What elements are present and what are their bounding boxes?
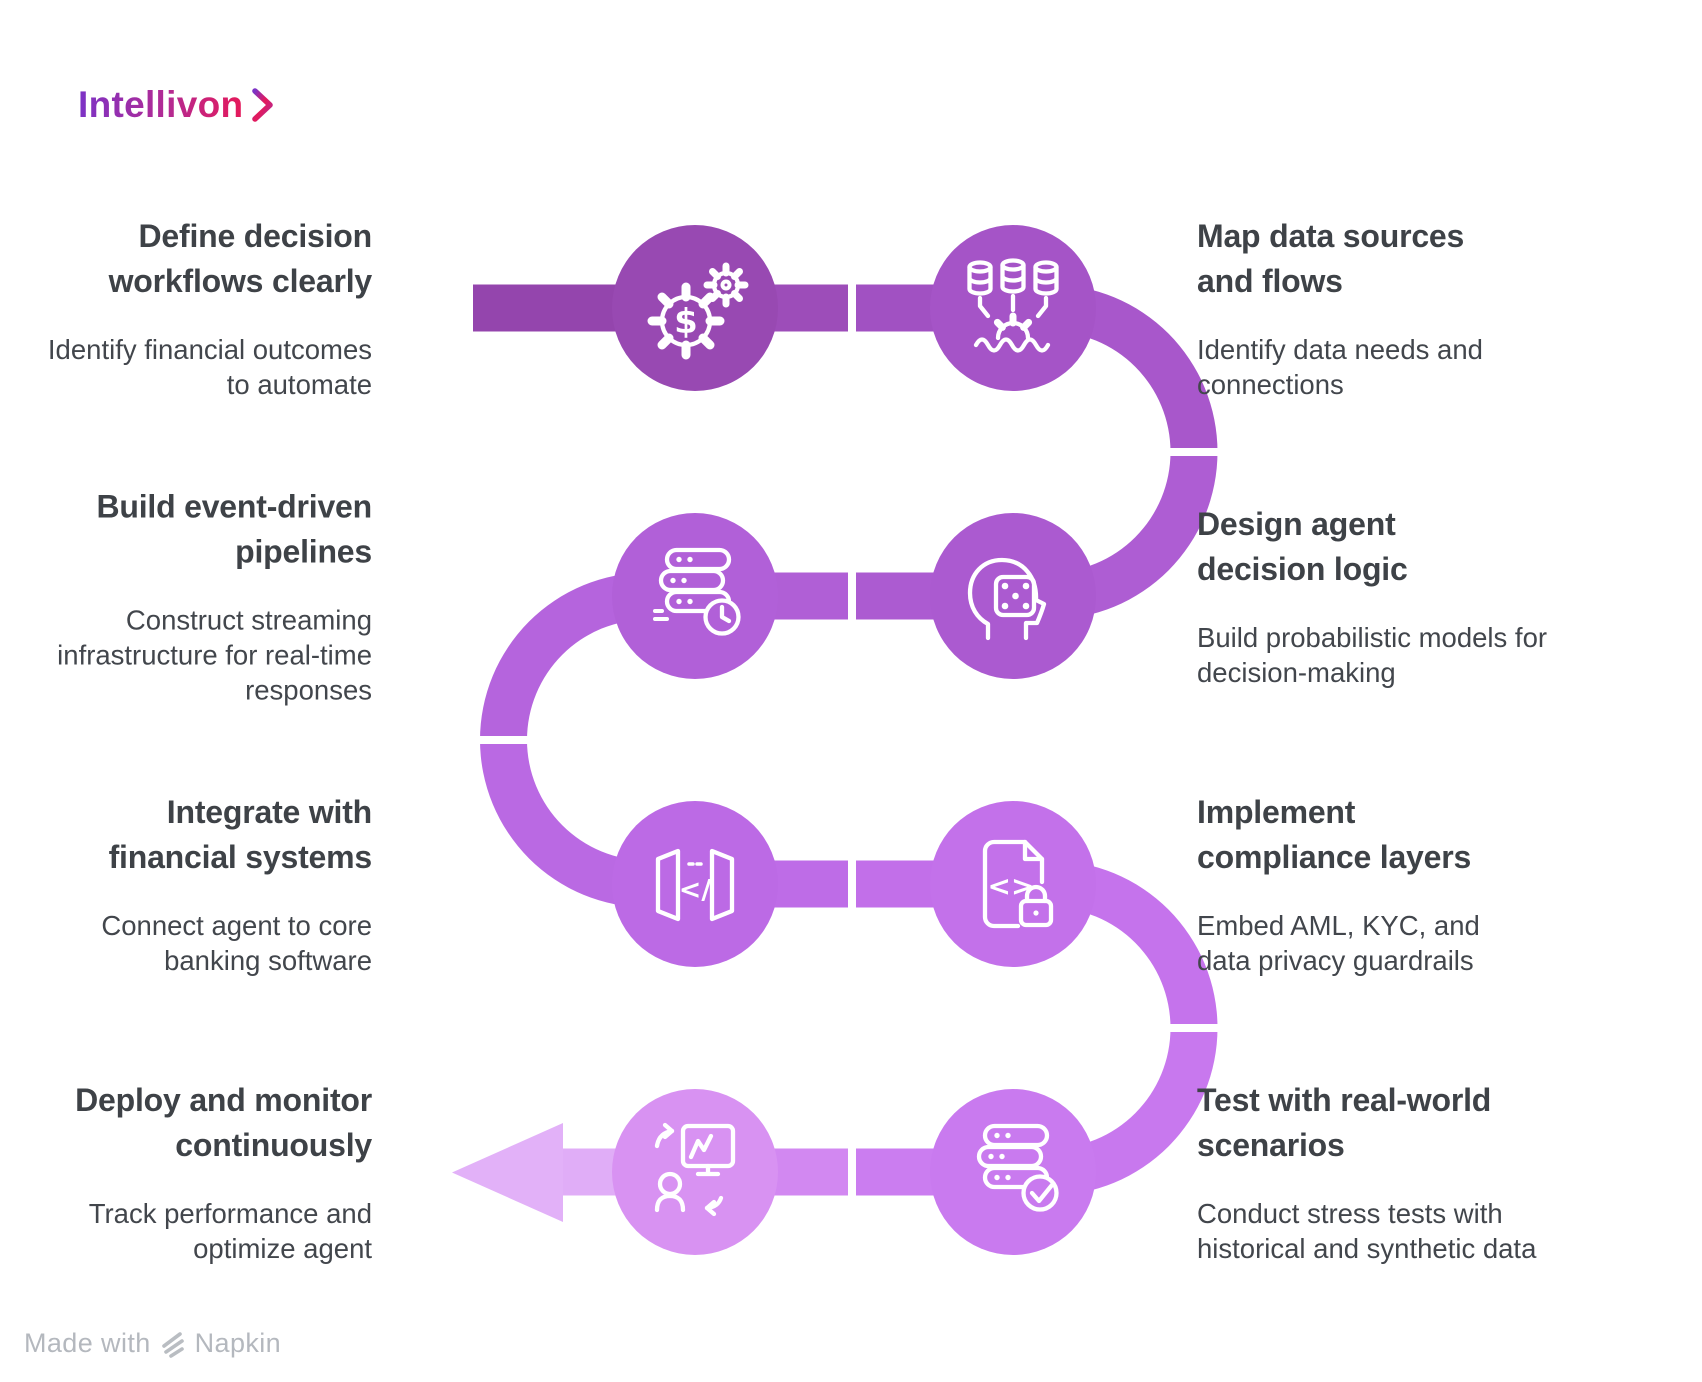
napkin-logo-icon — [161, 1331, 184, 1358]
step-1-text: Define decision workflows clearly Identi… — [42, 214, 372, 402]
curve-left-bottom — [480, 740, 648, 908]
footer-credit: Made with Napkin — [24, 1328, 281, 1359]
step-5-text: Integrate with financial systems Connect… — [37, 790, 372, 978]
step-2-title: Map data sources and flows — [1197, 218, 1465, 299]
step-4-circle — [612, 513, 778, 679]
monitor-person-icon — [654, 1122, 736, 1217]
step-3-subtitle: Build probabilistic models for decision-… — [1197, 622, 1548, 688]
step-circles — [612, 225, 1096, 1255]
step-6-title: Implement compliance layers — [1197, 794, 1472, 875]
flow-curves — [480, 284, 1218, 1196]
step-6-text: Implement compliance layers Embed AML, K… — [1197, 790, 1517, 978]
brand-name: Intellivon — [78, 84, 244, 125]
gears-dollar-icon: $ — [647, 262, 749, 360]
step-8-title: Deploy and monitor continuously — [75, 1082, 372, 1163]
step-8-circle — [612, 1089, 778, 1255]
footer-prefix: Made with — [24, 1328, 151, 1358]
step-6-subtitle: Embed AML, KYC, and data privacy guardra… — [1197, 910, 1480, 976]
step-5-title: Integrate with financial systems — [108, 794, 373, 875]
flow-connectors — [452, 284, 1052, 1222]
step-8-text: Deploy and monitor continuously Track pe… — [37, 1078, 372, 1266]
server-check-icon — [976, 1123, 1059, 1212]
server-clock-icon — [653, 547, 741, 636]
svg-text:</: </ — [679, 875, 712, 906]
step-3-title: Design agent decision logic — [1197, 506, 1408, 587]
step-7-title: Test with real-world scenarios — [1197, 1082, 1492, 1163]
code-integration-icon: </ — [655, 848, 735, 922]
step-4-subtitle: Construct streaming infrastructure for r… — [57, 604, 372, 706]
step-4-text: Build event-driven pipelines Construct s… — [10, 485, 372, 708]
step-7-subtitle: Conduct stress tests with historical and… — [1197, 1198, 1537, 1264]
step-1-title: Define decision workflows clearly — [108, 218, 373, 299]
data-sources-icon — [967, 258, 1059, 353]
step-4-title: Build event-driven pipelines — [96, 488, 372, 570]
step-8-subtitle: Track performance and optimize agent — [88, 1198, 372, 1264]
segment-gaps — [476, 283, 1224, 1197]
step-7-circle — [930, 1089, 1096, 1255]
svg-text:$: $ — [674, 302, 698, 342]
step-1-circle — [612, 225, 778, 391]
step-7-text: Test with real-world scenarios Conduct s… — [1197, 1078, 1537, 1266]
step-3-text: Design agent decision logic Build probab… — [1197, 502, 1547, 690]
chevron-right-icon — [252, 88, 274, 122]
step-5-subtitle: Connect agent to core banking software — [101, 910, 372, 976]
end-arrowhead — [452, 1123, 563, 1222]
head-dice-icon — [967, 557, 1047, 641]
curve-left-top — [480, 572, 648, 740]
brand-logo: Intellivon — [78, 84, 277, 126]
footer-brand: Napkin — [194, 1328, 282, 1358]
document-lock-icon: <> — [982, 839, 1054, 929]
step-1-subtitle: Identify financial outcomes to automate — [47, 334, 372, 400]
step-5-circle — [612, 801, 778, 967]
step-2-subtitle: Identify data needs and connections — [1197, 334, 1483, 400]
step-2-text: Map data sources and flows Identify data… — [1197, 214, 1507, 402]
step-6-circle — [930, 801, 1096, 967]
